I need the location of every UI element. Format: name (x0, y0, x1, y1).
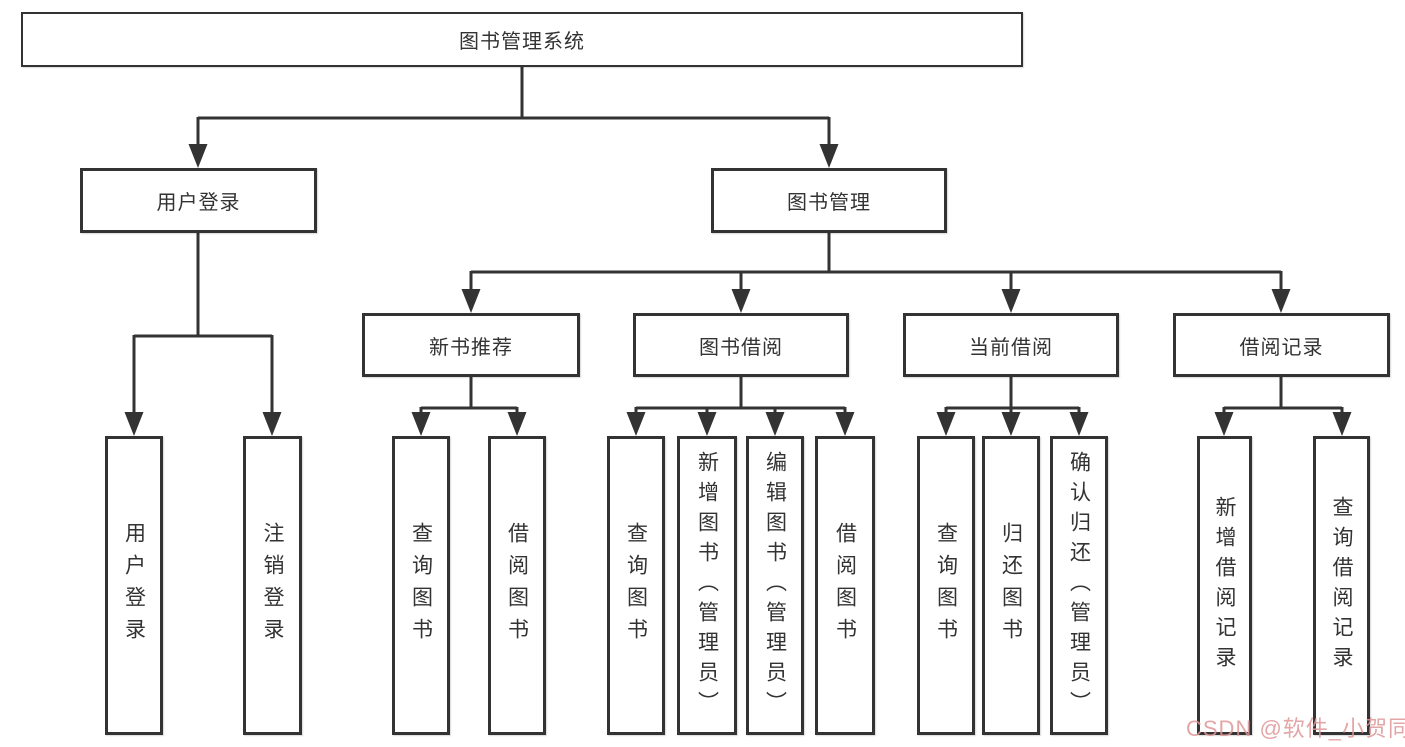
node-new-book-recommend: 新书推荐 (362, 313, 580, 377)
leaf-current-query-book: 查询图书 (917, 436, 975, 735)
leaf-current-query-book-label: 查询图书 (934, 521, 958, 650)
node-user-login: 用户登录 (80, 168, 317, 233)
leaf-add-book-admin-label: 新增图书（管理员） (695, 450, 719, 721)
csdn-watermark: CSDN @软件_小贺同学 (1186, 716, 1405, 741)
leaf-add-book-admin: 新增图书（管理员） (677, 436, 737, 735)
node-borrow-records-label: 借阅记录 (1239, 336, 1324, 359)
node-current-borrow-label: 当前借阅 (969, 336, 1053, 359)
leaf-user-login: 用户登录 (105, 436, 163, 735)
leaf-recommend-borrow-book: 借阅图书 (488, 436, 546, 735)
leaf-logout: 注销登录 (243, 436, 302, 735)
node-new-book-recommend-label: 新书推荐 (429, 336, 513, 359)
node-book-management-label: 图书管理 (787, 192, 871, 214)
leaf-recommend-query-book: 查询图书 (392, 436, 450, 735)
leaf-user-login-label: 用户登录 (122, 521, 146, 650)
leaf-borrow-query-book-label: 查询图书 (624, 521, 648, 650)
node-book-management: 图书管理 (711, 168, 947, 233)
leaf-return-book: 归还图书 (982, 436, 1040, 735)
leaf-query-borrow-record: 查询借阅记录 (1313, 436, 1370, 735)
leaf-borrow-book: 借阅图书 (815, 436, 875, 735)
leaf-edit-book-admin-label: 编辑图书（管理员） (763, 450, 787, 721)
leaf-add-borrow-record-label: 新增借阅记录 (1213, 495, 1236, 676)
leaf-query-borrow-record-label: 查询借阅记录 (1330, 495, 1353, 676)
leaf-return-book-label: 归还图书 (999, 521, 1023, 650)
leaf-edit-book-admin: 编辑图书（管理员） (746, 436, 804, 735)
node-current-borrow: 当前借阅 (903, 313, 1119, 377)
leaf-add-borrow-record: 新增借阅记录 (1197, 436, 1252, 735)
leaf-confirm-return-admin: 确认归还（管理员） (1050, 436, 1108, 735)
leaf-recommend-query-book-label: 查询图书 (409, 521, 433, 650)
leaf-recommend-borrow-book-label: 借阅图书 (505, 521, 529, 650)
node-borrow-records: 借阅记录 (1173, 313, 1390, 377)
leaf-confirm-return-admin-label: 确认归还（管理员） (1067, 450, 1091, 721)
node-book-borrow-label: 图书借阅 (699, 336, 783, 359)
leaf-borrow-query-book: 查询图书 (607, 436, 665, 735)
node-root-system: 图书管理系统 (21, 12, 1023, 67)
leaf-logout-label: 注销登录 (261, 521, 284, 650)
node-user-login-label: 用户登录 (156, 192, 241, 214)
leaf-borrow-book-label: 借阅图书 (833, 521, 857, 650)
node-book-borrow: 图书借阅 (633, 313, 849, 377)
node-root-system-label: 图书管理系统 (459, 31, 585, 53)
